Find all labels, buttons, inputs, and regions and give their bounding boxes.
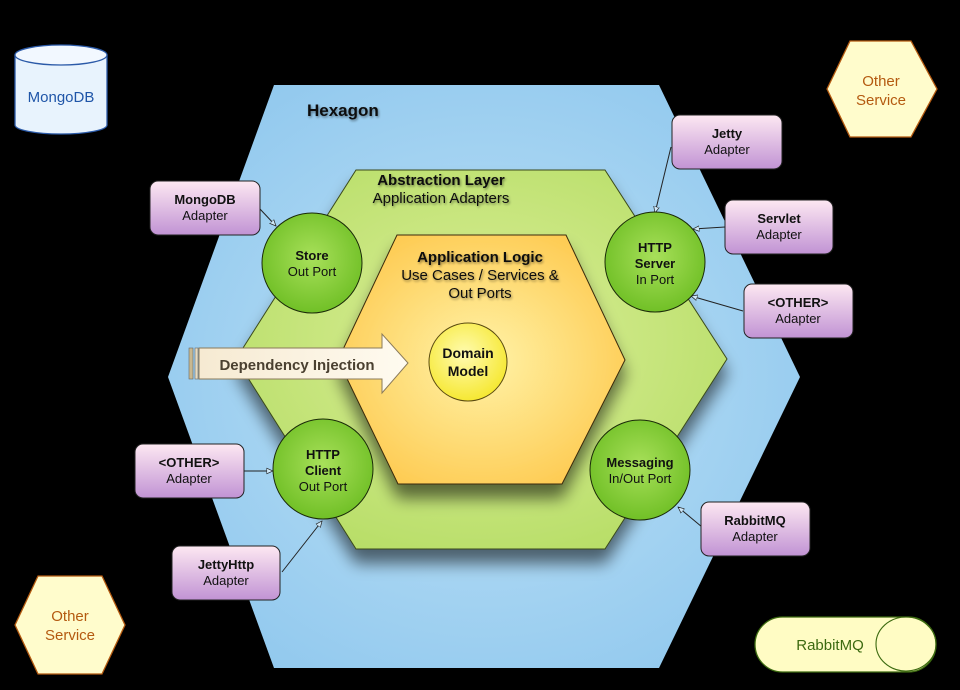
rabbitmq-queue: RabbitMQ [754, 616, 937, 673]
other-service-bottom-line2: Service [45, 627, 95, 644]
port-messaging-title: Messaging [606, 455, 673, 470]
adapter-servlet[interactable]: Servlet Adapter [724, 199, 834, 255]
di-arrow-shape [198, 332, 409, 395]
abstraction-layer-title: Abstraction Layer [377, 172, 505, 189]
domain-model-line1: Domain [442, 345, 493, 361]
abstraction-layer-subtitle: Application Adapters [373, 190, 510, 207]
port-messaging[interactable]: Messaging In/Out Port [589, 419, 691, 521]
other-service-top-line1: Other [862, 73, 900, 90]
port-store-title: Store [295, 248, 328, 263]
adapter-mongodb-title: MongoDB [174, 192, 235, 207]
connectors [244, 146, 744, 573]
adapter-rabbitmq-title: RabbitMQ [724, 513, 785, 528]
application-logic-line1: Use Cases / Services & [401, 267, 559, 284]
adapter-other-client[interactable]: <OTHER> Adapter [134, 443, 245, 499]
adapter-other-client-title: <OTHER> [159, 455, 220, 470]
domain-model-circle [428, 322, 508, 402]
adapter-other-server-title: <OTHER> [768, 295, 829, 310]
application-logic-line2: Out Ports [448, 285, 511, 302]
port-http-client-title2: Client [305, 463, 342, 478]
port-http-client-title1: HTTP [306, 447, 340, 462]
domain-model[interactable]: Domain Model [428, 322, 508, 402]
port-store[interactable]: Store Out Port [261, 212, 363, 314]
rabbitmq-queue-label: RabbitMQ [796, 637, 864, 654]
connector-rabbitmq-messaging [678, 507, 703, 528]
connector-other-http-server [691, 296, 744, 312]
adapter-mongodb-subtitle: Adapter [182, 208, 228, 223]
connector-jetty-http-server [655, 146, 672, 213]
adapter-jetty-title: Jetty [712, 126, 743, 141]
hexagon-service-icon [14, 575, 126, 675]
connector-mongodb-store [259, 208, 276, 226]
hexagon-label: Hexagon [307, 101, 379, 120]
other-service-top: Other Service [826, 40, 938, 138]
adapter-jettyhttp[interactable]: JettyHttp Adapter [171, 545, 281, 601]
port-store-subtitle: Out Port [288, 264, 337, 279]
port-http-server-subtitle: In Port [636, 272, 675, 287]
port-http-server-circle [604, 211, 706, 313]
domain-model-line2: Model [448, 363, 488, 379]
port-http-client-subtitle: Out Port [299, 479, 348, 494]
other-service-bottom-line1: Other [51, 608, 89, 625]
port-http-server-title1: HTTP [638, 240, 672, 255]
port-http-server-title2: Server [635, 256, 675, 271]
hexagon-service-icon [826, 40, 938, 138]
adapter-other-server[interactable]: <OTHER> Adapter [743, 283, 854, 339]
port-http-client[interactable]: HTTP Client Out Port [272, 418, 374, 520]
adapter-servlet-subtitle: Adapter [756, 227, 802, 242]
adapter-jettyhttp-title: JettyHttp [198, 557, 254, 572]
adapter-other-server-subtitle: Adapter [775, 311, 821, 326]
adapter-other-client-subtitle: Adapter [166, 471, 212, 486]
adapter-jetty[interactable]: Jetty Adapter [671, 114, 783, 170]
mongodb-label: MongoDB [28, 89, 95, 106]
adapter-jetty-subtitle: Adapter [704, 142, 750, 157]
port-http-server[interactable]: HTTP Server In Port [604, 211, 706, 313]
adapter-jettyhttp-subtitle: Adapter [203, 573, 249, 588]
port-messaging-circle [589, 419, 691, 521]
database-cylinder-icon [14, 55, 108, 135]
port-messaging-subtitle: In/Out Port [609, 471, 672, 486]
adapter-rabbitmq-subtitle: Adapter [732, 529, 778, 544]
port-store-circle [261, 212, 363, 314]
other-service-bottom: Other Service [14, 575, 126, 675]
adapter-rabbitmq[interactable]: RabbitMQ Adapter [700, 501, 811, 557]
port-http-client-circle [272, 418, 374, 520]
di-label: Dependency Injection [219, 357, 374, 374]
dependency-injection-arrow: Dependency Injection [188, 332, 409, 395]
mongodb-database: MongoDB [14, 44, 108, 135]
adapter-mongodb[interactable]: MongoDB Adapter [149, 180, 261, 236]
connector-servlet-http-server [693, 227, 726, 229]
other-service-top-line2: Service [856, 92, 906, 109]
application-logic-title: Application Logic [417, 249, 543, 266]
connector-jettyhttp-http-client [281, 521, 322, 573]
adapter-servlet-title: Servlet [757, 211, 801, 226]
